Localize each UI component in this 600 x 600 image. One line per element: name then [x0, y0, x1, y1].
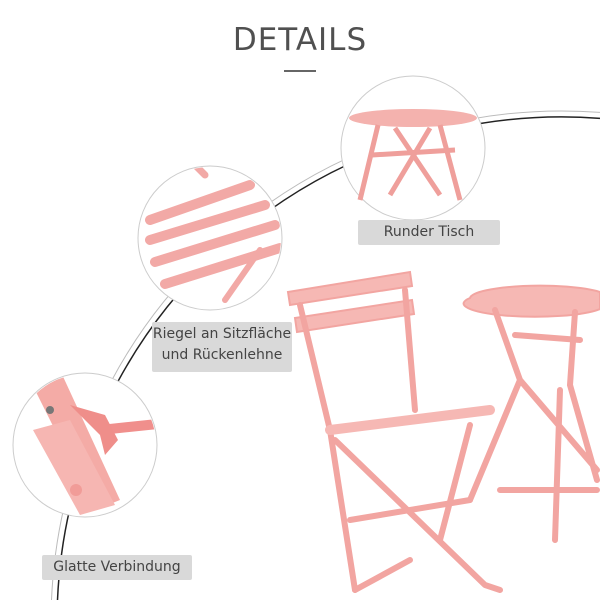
- detail-circle-chair-seat: [137, 165, 283, 311]
- label-round-table: Runder Tisch: [358, 220, 500, 245]
- arc-line: [56, 116, 600, 600]
- title-divider: [284, 70, 316, 72]
- label-line-2: und Rückenlehne: [161, 347, 283, 363]
- chair: [286, 270, 503, 593]
- detail-circle-table: [340, 75, 486, 221]
- table: [462, 284, 600, 543]
- label-smooth-joint: Glatte Verbindung: [42, 555, 192, 580]
- page-title: DETAILS: [232, 22, 368, 58]
- detail-circle-joint: [12, 372, 158, 518]
- label-seat-backrest-latch: Riegel an Sitzfläche und Rückenlehne: [152, 322, 292, 372]
- label-line-1: Riegel an Sitzfläche: [152, 326, 292, 342]
